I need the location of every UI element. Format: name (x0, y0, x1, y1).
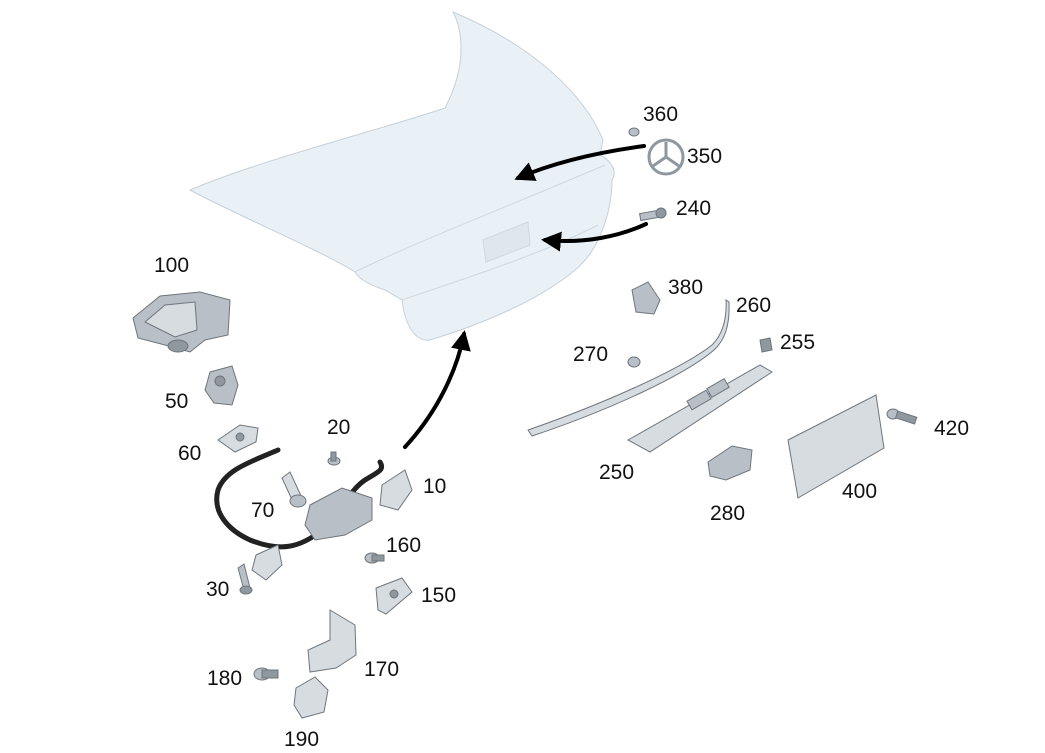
label-60: 60 (178, 442, 201, 465)
label-380: 380 (668, 276, 703, 299)
part-280-switch (707, 445, 753, 481)
label-250: 250 (599, 461, 634, 484)
trunk-lid (188, 10, 615, 341)
part-270-spacer (627, 356, 641, 368)
label-50: 50 (165, 390, 188, 413)
part-160-bolt (364, 552, 385, 564)
label-350: 350 (687, 145, 722, 168)
label-270: 270 (573, 343, 608, 366)
label-420: 420 (934, 417, 969, 440)
part-20-screw (327, 451, 341, 466)
label-240: 240 (676, 197, 711, 220)
label-10: 10 (423, 475, 446, 498)
part-70-bolt (281, 471, 307, 508)
label-170: 170 (364, 658, 399, 681)
part-380-connector (631, 281, 661, 315)
label-30: 30 (206, 578, 229, 601)
part-190-bracket (293, 676, 329, 719)
label-190: 190 (284, 728, 319, 751)
part-360-clip (628, 127, 640, 137)
part-100-housing (132, 291, 231, 353)
arrow-emblem-to-lid (514, 144, 646, 181)
part-240-bolt (639, 207, 667, 222)
label-255: 255 (780, 331, 815, 354)
label-150: 150 (421, 584, 456, 607)
part-30-screw (237, 563, 253, 595)
label-100: 100 (154, 254, 189, 277)
label-400: 400 (842, 480, 877, 503)
part-150-striker (375, 577, 413, 615)
part-255-clip (759, 337, 773, 353)
label-360: 360 (643, 103, 678, 126)
label-180: 180 (207, 667, 242, 690)
part-260-trim-strip (527, 299, 730, 437)
part-170-bracket (307, 609, 357, 673)
label-20: 20 (327, 416, 350, 439)
part-180-bolt (253, 667, 279, 681)
callout-labels: 10 20 30 50 60 70 100 150 160 170 180 19… (154, 103, 969, 751)
part-10-latch-with-cable (214, 447, 413, 581)
arrow-bolt-to-lid (541, 222, 648, 252)
part-350-star-emblem (647, 138, 685, 176)
label-160: 160 (386, 534, 421, 557)
label-280: 280 (710, 502, 745, 525)
part-60-bracket (217, 424, 259, 453)
arrow-latch-to-lid (403, 330, 471, 449)
label-70: 70 (251, 499, 274, 522)
label-260: 260 (736, 294, 771, 317)
part-400-plate-bracket (787, 394, 885, 499)
part-250-carrier-panel (626, 364, 773, 453)
part-50-lock-cylinder (204, 365, 239, 406)
assembly-arrows (403, 144, 648, 449)
part-420-bolt (886, 408, 918, 425)
